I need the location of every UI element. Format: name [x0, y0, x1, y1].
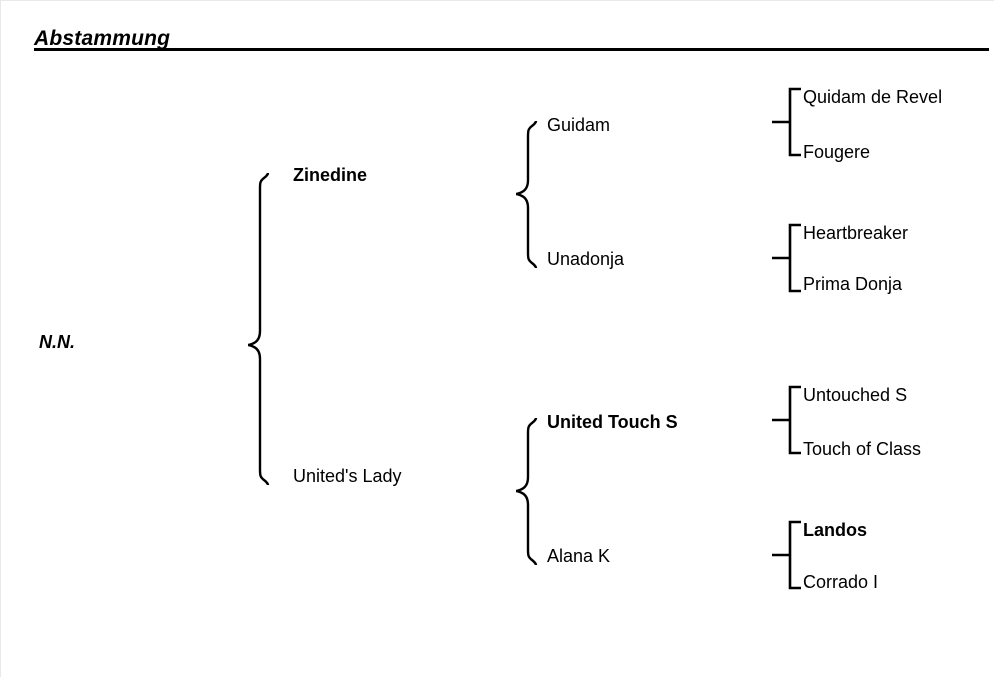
node-gen4-6: Touch of Class: [803, 439, 922, 459]
node-gen3-4: Alana K: [547, 546, 611, 566]
node-gen4-3: Heartbreaker: [803, 223, 909, 243]
brace-root: [246, 169, 270, 489]
node-gen4-4: Prima Donja: [803, 274, 903, 294]
brace-gen2-sire: [514, 118, 538, 272]
node-gen3-3: United Touch S: [547, 412, 678, 432]
node-gen2-sire: Zinedine: [293, 165, 368, 185]
bracket-gen3-1: [771, 87, 801, 161]
header-divider: [34, 48, 989, 51]
node-root: N.N.: [39, 332, 75, 352]
node-gen4-5: Untouched S: [803, 385, 908, 405]
bracket-gen3-3: [771, 385, 801, 459]
node-gen4-2: Fougere: [803, 142, 871, 162]
page-title: Abstammung: [34, 27, 171, 50]
bracket-gen3-4: [771, 520, 801, 594]
bracket-gen3-2: [771, 223, 801, 297]
brace-gen2-dam: [514, 415, 538, 569]
node-gen2-dam: United's Lady: [293, 466, 402, 486]
node-gen3-2: Unadonja: [547, 249, 625, 269]
node-gen4-8: Corrado I: [803, 572, 879, 592]
node-gen4-7: Landos: [803, 520, 868, 540]
node-gen3-1: Guidam: [547, 115, 611, 135]
node-gen4-1: Quidam de Revel: [803, 87, 943, 107]
